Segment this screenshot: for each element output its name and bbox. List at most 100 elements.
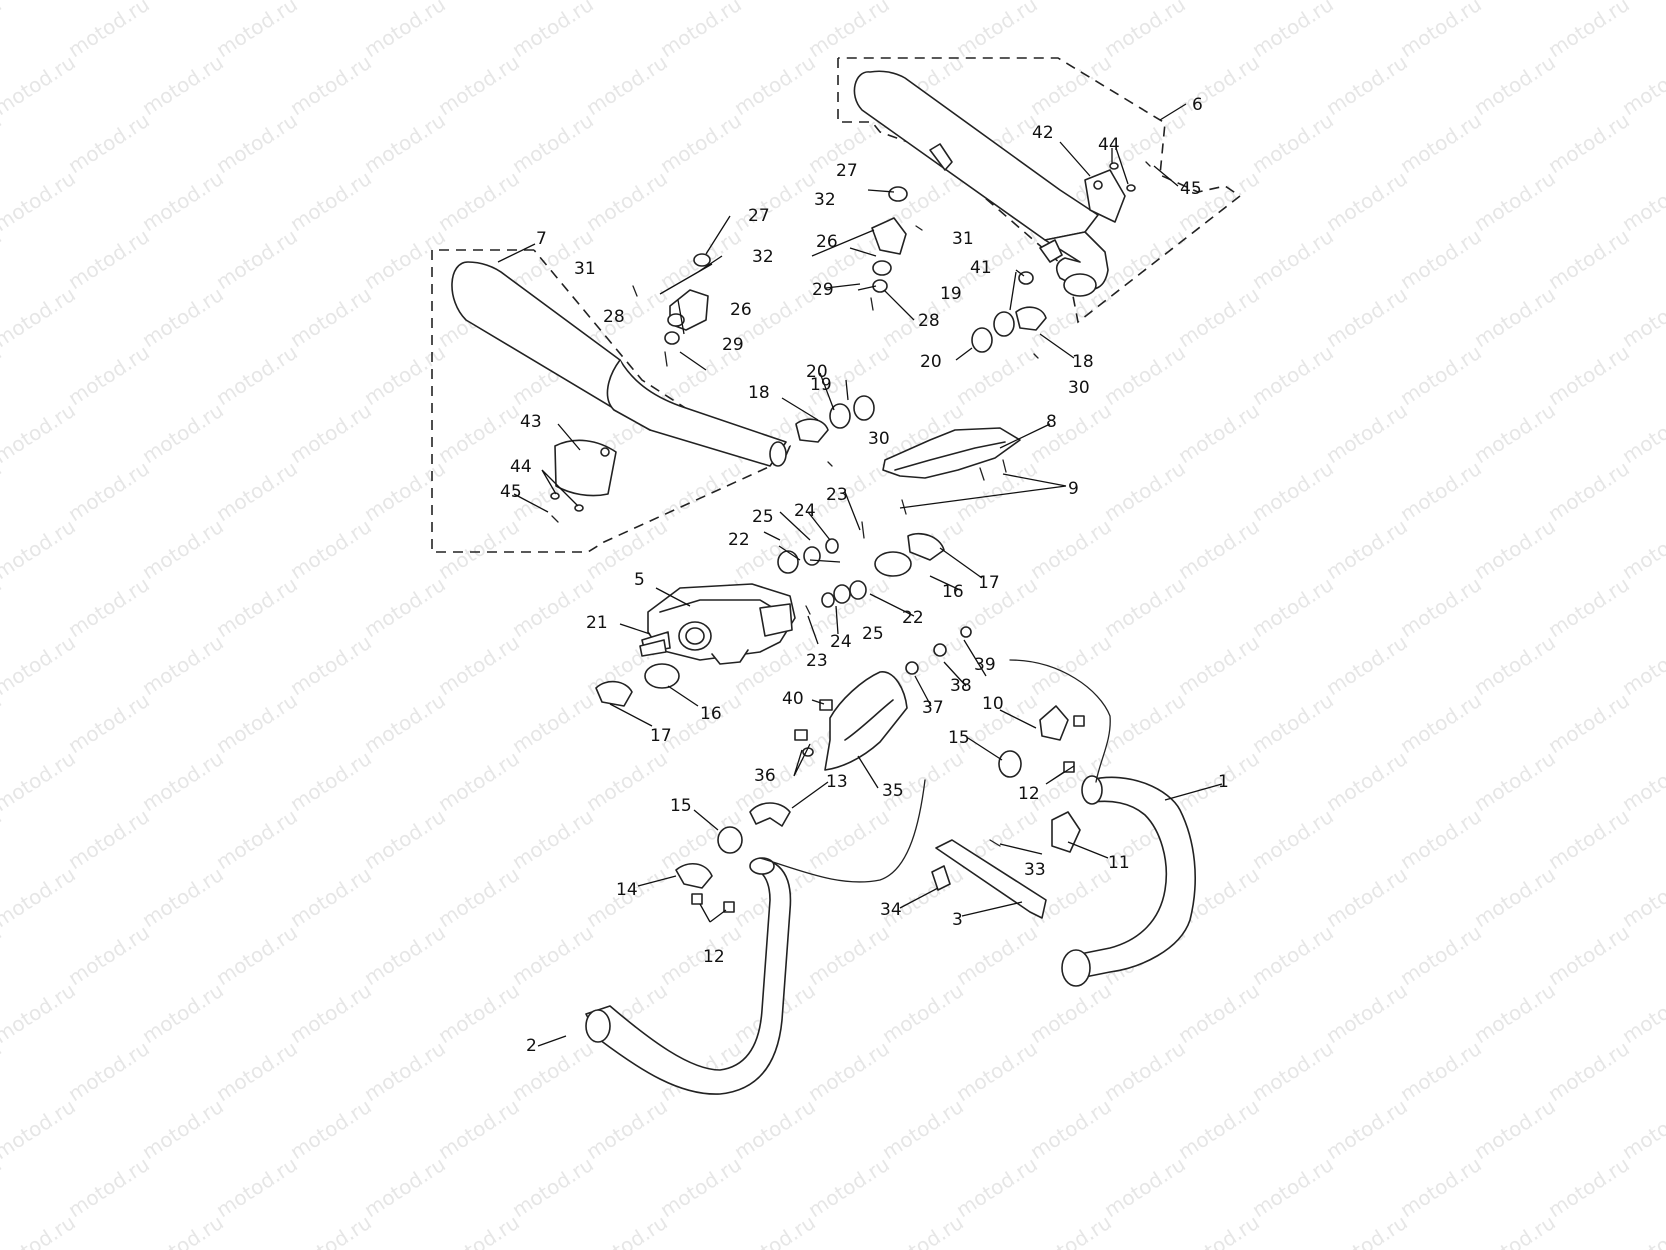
watermark-text: motod.ru: [360, 1152, 450, 1222]
watermark-text: motod.ru: [360, 688, 450, 758]
callout-2: 2: [526, 1036, 537, 1056]
watermark-text: motod.ru: [212, 1152, 302, 1222]
watermark-text: motod.ru: [878, 978, 968, 1048]
watermark-text: motod.ru: [804, 0, 894, 62]
watermark-text: motod.ru: [582, 746, 672, 816]
watermark-text: motod.ru: [1470, 862, 1560, 932]
watermark-text: motod.ru: [1470, 166, 1560, 236]
callout-3: 3: [952, 910, 963, 930]
part-35-lower-heat-shield: [824, 671, 908, 771]
watermark-text: motod.ru: [582, 1094, 672, 1164]
watermark-text: motod.ru: [64, 340, 154, 410]
watermark-text: motod.ru: [1544, 1152, 1634, 1222]
watermark-text: motod.ru: [952, 1152, 1042, 1222]
watermark-text: motod.ru: [434, 166, 524, 236]
watermark-text: motod.ru: [138, 50, 228, 120]
callout-9: 9: [1068, 479, 1079, 499]
watermark-text: motod.ru: [508, 1036, 598, 1106]
watermark-text: motod.ru: [1248, 224, 1338, 294]
watermark-text: motod.ru: [878, 0, 968, 4]
watermark-text: motod.ru: [582, 50, 672, 120]
callout-36: 36: [754, 766, 776, 786]
watermark-text: motod.ru: [1248, 804, 1338, 874]
callout-31-upper: 31: [952, 229, 974, 249]
watermark-text: motod.ru: [656, 456, 746, 526]
watermark-text: motod.ru: [508, 0, 598, 62]
watermark-text: motod.ru: [1618, 50, 1666, 120]
watermark-text: motod.ru: [1322, 514, 1412, 584]
callout-18-upper: 18: [1072, 352, 1094, 372]
watermark-text: motod.ru: [1396, 340, 1486, 410]
callout-29-lower: 29: [722, 335, 744, 355]
watermark-text: motod.ru: [582, 1210, 672, 1250]
watermark-text: motod.ru: [0, 50, 80, 120]
callout-21: 21: [586, 613, 608, 633]
watermark-text: motod.ru: [1100, 224, 1190, 294]
watermark-text: motod.ru: [0, 978, 80, 1048]
watermark-text: motod.ru: [1322, 1210, 1412, 1250]
watermark-text: motod.ru: [1322, 1094, 1412, 1164]
watermark-text: motod.ru: [434, 1210, 524, 1250]
part-3-guard: [935, 839, 1047, 919]
watermark-text: motod.ru: [1396, 456, 1486, 526]
watermark-text: motod.ru: [656, 0, 746, 62]
watermark-text: motod.ru: [1544, 804, 1634, 874]
watermark-text: motod.ru: [138, 514, 228, 584]
small-parts: [550, 161, 1151, 913]
watermark-text: motod.ru: [138, 630, 228, 700]
callout-45-upper: 45: [1180, 179, 1202, 199]
callout-28-lower: 28: [603, 307, 625, 327]
watermark-text: motod.ru: [434, 514, 524, 584]
watermark-text: motod.ru: [212, 456, 302, 526]
watermark-text: motod.ru: [1248, 1152, 1338, 1222]
watermark-text: motod.ru: [1100, 1152, 1190, 1222]
watermark-text: motod.ru: [1026, 514, 1116, 584]
watermark-text: motod.ru: [1248, 456, 1338, 526]
watermark-text: motod.ru: [1618, 630, 1666, 700]
watermark-text: motod.ru: [1618, 978, 1666, 1048]
callout-31-lower: 31: [574, 259, 596, 279]
watermark-text: motod.ru: [0, 398, 80, 468]
callout-29-upper: 29: [812, 280, 834, 300]
watermark-text: motod.ru: [64, 108, 154, 178]
callout-32-lower: 32: [752, 247, 774, 267]
watermark-text: motod.ru: [878, 1210, 968, 1250]
callout-1: 1: [1218, 772, 1229, 792]
callout-20-lower: 20: [806, 362, 828, 382]
watermark-text: motod.ru: [1470, 50, 1560, 120]
watermark-text: motod.ru: [582, 166, 672, 236]
watermark-text: motod.ru: [0, 166, 80, 236]
watermark-text: motod.ru: [64, 456, 154, 526]
callout-35: 35: [882, 781, 904, 801]
watermark-text: motod.ru: [138, 0, 228, 4]
watermark-text: motod.ru: [1248, 920, 1338, 990]
watermark-text: motod.ru: [434, 978, 524, 1048]
watermark-text: motod.ru: [1618, 514, 1666, 584]
watermark-text: motod.ru: [286, 514, 376, 584]
watermark-text: motod.ru: [1174, 0, 1264, 4]
callout-24-upper: 24: [794, 501, 816, 521]
callout-43: 43: [520, 412, 542, 432]
watermark-text: motod.ru: [360, 572, 450, 642]
watermark-text: motod.ru: [286, 746, 376, 816]
watermark-text: motod.ru: [1026, 0, 1116, 4]
watermark-text: motod.ru: [286, 282, 376, 352]
callout-45-lower: 45: [500, 482, 522, 502]
callout-8: 8: [1046, 412, 1057, 432]
watermark-text: motod.ru: [508, 1152, 598, 1222]
watermark-text: motod.ru: [64, 0, 154, 62]
watermark-text: motod.ru: [360, 224, 450, 294]
watermark-text: motod.ru: [1544, 688, 1634, 758]
callout-26-lower: 26: [730, 300, 752, 320]
watermark-text: motod.ru: [1248, 688, 1338, 758]
watermark-text: motod.ru: [656, 920, 746, 990]
watermark-text: motod.ru: [0, 862, 80, 932]
callout-32-upper: 32: [814, 190, 836, 210]
watermark-text: motod.ru: [1396, 920, 1486, 990]
watermark-text: motod.ru: [1544, 108, 1634, 178]
watermark-text: motod.ru: [138, 862, 228, 932]
callout-20-upper: 20: [920, 352, 942, 372]
callout-26-upper: 26: [816, 232, 838, 252]
watermark-text: motod.ru: [0, 746, 80, 816]
